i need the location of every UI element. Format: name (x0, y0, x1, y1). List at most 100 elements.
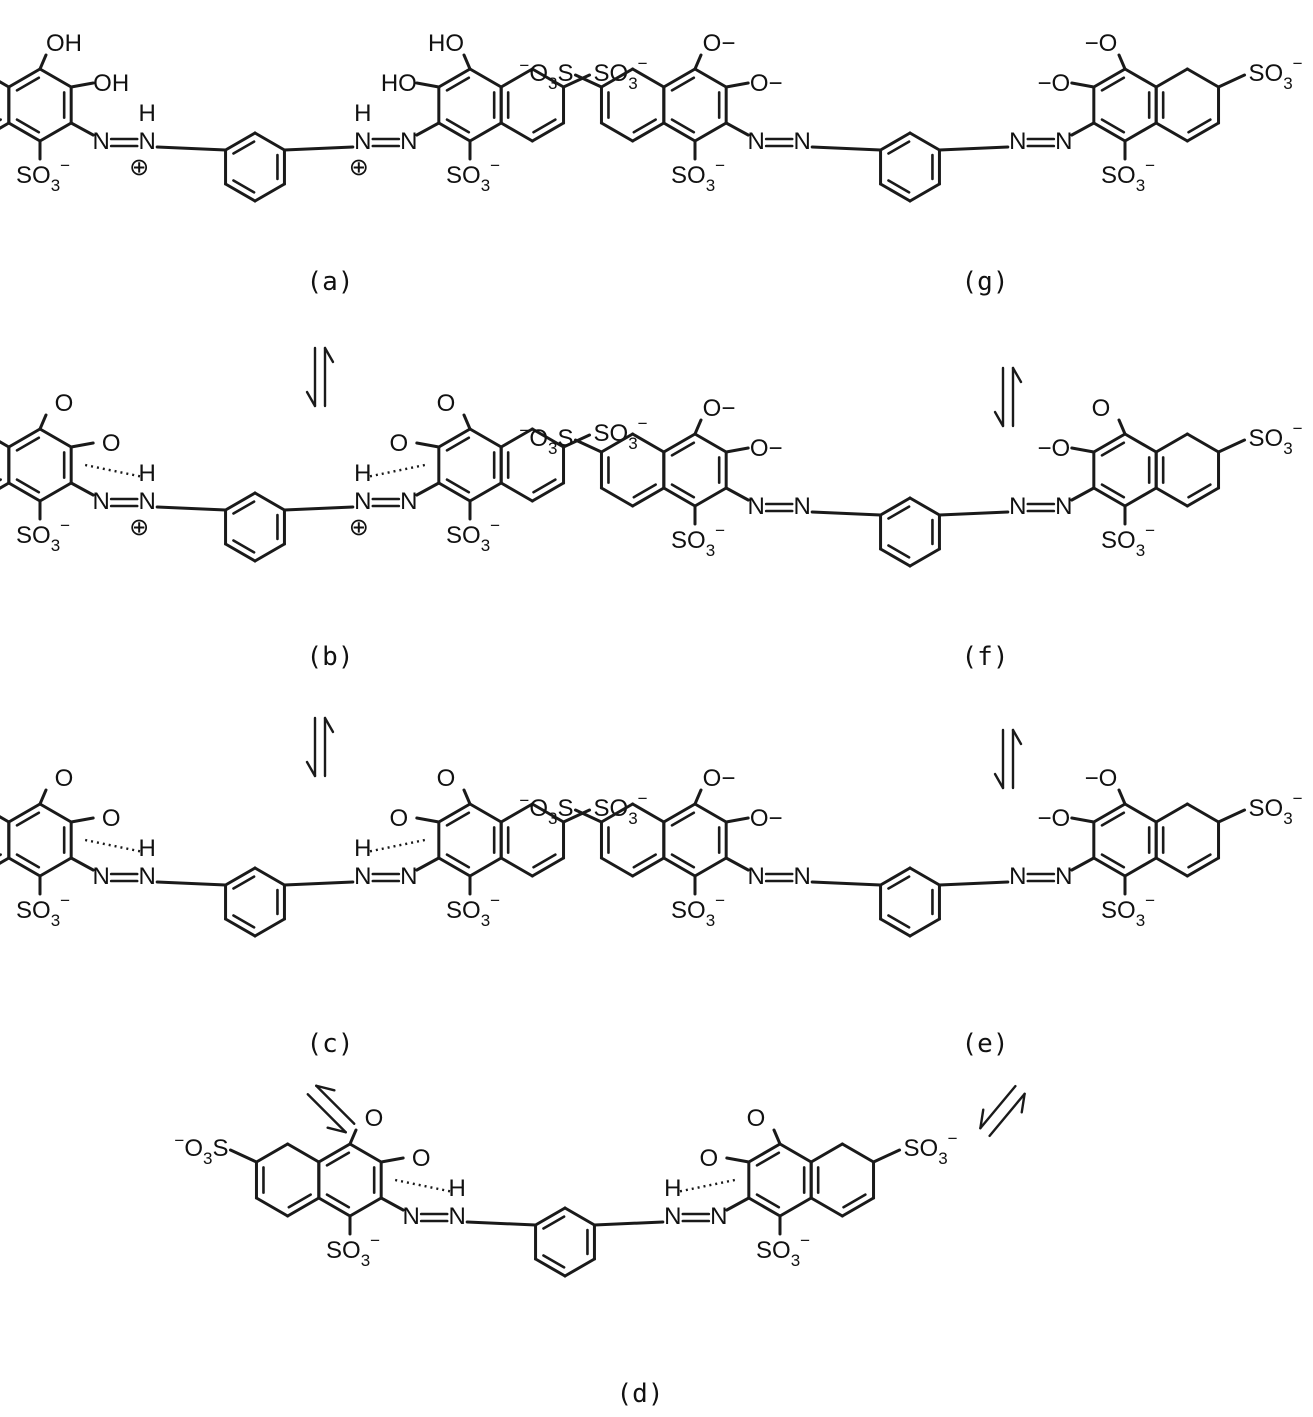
double-bond (232, 140, 256, 155)
c-o-bond (693, 53, 703, 71)
c-n-bond (724, 856, 750, 872)
ring-bond (809, 1196, 844, 1218)
nitrogen-label: N (400, 128, 417, 155)
hydroxyl-label: O (102, 805, 121, 832)
c-n-bond (1070, 486, 1096, 502)
ring-bond (879, 182, 912, 203)
sulfonate-label: −O3S (519, 791, 573, 828)
hydrogen-label: H (354, 460, 371, 487)
hydroxyl-label: −O (1085, 30, 1118, 57)
c-o-bond (1070, 816, 1096, 824)
c-o-bond (1117, 418, 1127, 436)
double-bond (887, 505, 911, 520)
double-bond (445, 118, 471, 134)
ring-bond (468, 856, 503, 878)
arrow-head (326, 1126, 347, 1134)
ring-bond (693, 121, 728, 143)
ring-bond (254, 1196, 290, 1218)
c-o-bond (772, 1128, 782, 1146)
ring-bond (7, 481, 42, 503)
double-bond (287, 1193, 312, 1209)
double-bond (232, 875, 256, 890)
double-bond (0, 853, 2, 857)
double-bond (670, 441, 696, 457)
ring-bond (253, 542, 286, 563)
hydrogen-bond (84, 463, 144, 479)
double-bond (1187, 118, 1212, 134)
n-c-bond (155, 880, 228, 887)
ring-bond (599, 432, 635, 454)
double-bond (232, 500, 256, 515)
hydroxyl-label: O (55, 390, 74, 417)
c-n-bond (379, 1196, 405, 1212)
hydrogen-label: H (354, 100, 371, 127)
sulfonate-label: SO3− (671, 156, 725, 195)
ring-bond (879, 866, 912, 887)
n-c-bond (155, 505, 228, 512)
c-o-bond (1117, 788, 1127, 806)
nitrogen-label: N (748, 863, 765, 890)
ring-bond (7, 67, 42, 89)
double-bond (1100, 853, 1126, 869)
ring-bond (1092, 856, 1127, 878)
double-bond (232, 179, 256, 194)
double-bond (1100, 441, 1126, 457)
arrow-head (993, 410, 1005, 428)
ring-bond (38, 481, 73, 503)
ring-bond (437, 481, 472, 503)
arrow-head (323, 346, 335, 364)
ring-bond (437, 427, 472, 449)
hydroxyl-label: O (412, 1145, 431, 1172)
ring-bond (693, 802, 728, 824)
sulfonate-label: −O3S (519, 421, 573, 458)
nitrogen-label: N (1009, 863, 1026, 890)
hydroxyl-label: O (389, 805, 408, 832)
c-n-bond (415, 856, 441, 872)
c-n-bond (415, 121, 441, 137)
sulfonate-label: SO3− (1101, 521, 1155, 560)
ring-bond (530, 67, 566, 89)
ring-bond (468, 121, 503, 143)
ring-bond (253, 182, 286, 203)
ring-bond (530, 802, 566, 824)
ring-bond (1154, 856, 1189, 878)
arrow-head (1011, 728, 1023, 746)
sulfonate-label: SO3− (16, 156, 70, 195)
ring-bond (7, 121, 42, 143)
c-s-bond (1217, 73, 1247, 89)
double-bond (670, 853, 696, 869)
ring-bond (499, 481, 534, 503)
ring-bond (437, 121, 472, 143)
equilibrium-arrow-d-e (979, 1084, 1026, 1138)
ring-bond (224, 131, 257, 152)
c-o-bond (693, 418, 703, 436)
arrow-head (323, 716, 335, 734)
ring-bond (631, 121, 666, 143)
ring-bond (1185, 856, 1221, 878)
hydroxyl-label: O (389, 430, 408, 457)
ring-bond (1123, 432, 1158, 454)
ring-bond (224, 917, 257, 938)
equilibrium-arrow-g-f (993, 366, 1023, 428)
ring-bond (1092, 802, 1127, 824)
hydroxyl-label: −O (1037, 805, 1070, 832)
sulfonate-label: SO3− (446, 156, 500, 195)
ring-bond (908, 496, 941, 517)
caption-d: (d) (617, 1379, 664, 1409)
ring-bond (631, 67, 666, 89)
hydrogen-label: H (449, 1175, 466, 1202)
ring-bond (253, 131, 286, 152)
c-n-bond (725, 1196, 751, 1212)
c-o-bond (69, 816, 95, 824)
nitrogen-label: N (449, 1203, 466, 1230)
c-o-bond (693, 788, 703, 806)
hydroxyl-label: O− (750, 70, 783, 97)
equilibrium-arrow-f-e (993, 728, 1023, 790)
double-bond (15, 118, 41, 134)
ring-bond (1154, 802, 1189, 824)
ring-bond (631, 486, 666, 508)
hydroxyl-label: O (699, 1145, 718, 1172)
ring-bond (499, 802, 534, 824)
double-bond (15, 436, 41, 452)
ring-bond (317, 1142, 352, 1164)
